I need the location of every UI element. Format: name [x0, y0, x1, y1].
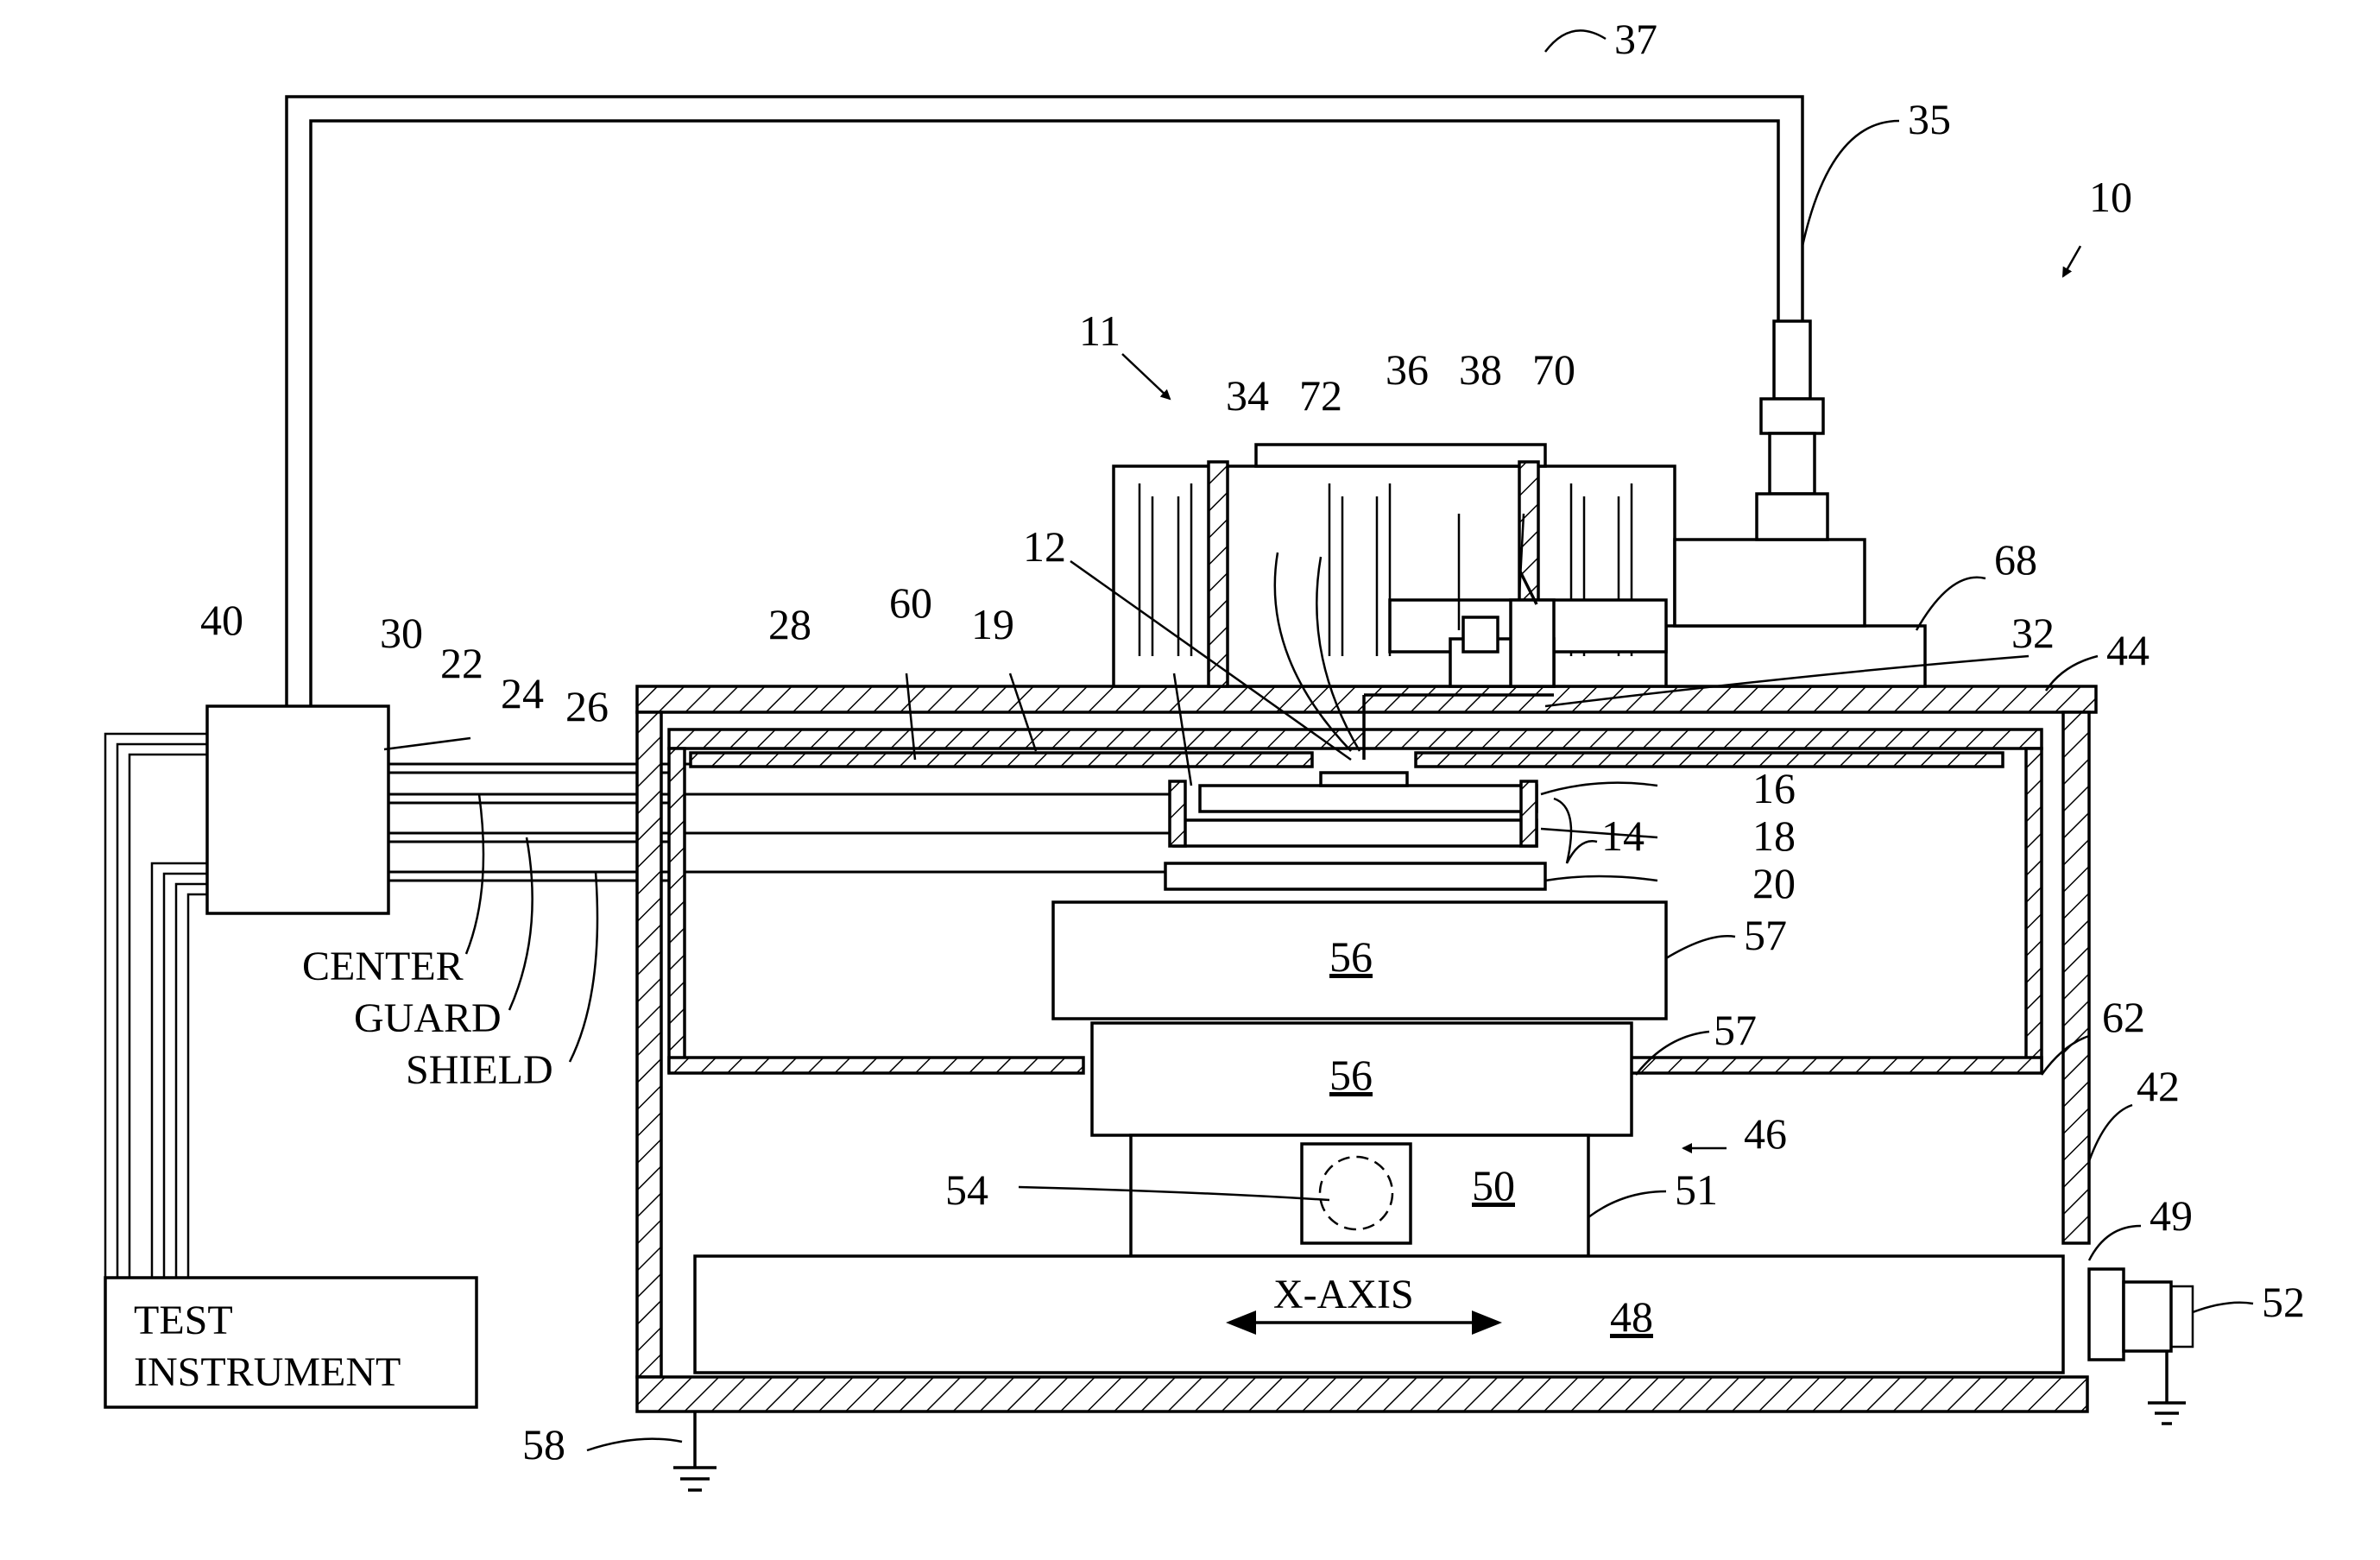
guard-label: GUARD [354, 995, 502, 1041]
plate-28 [691, 753, 2003, 767]
triax-cables [388, 764, 1183, 881]
label-19: 19 [971, 600, 1014, 648]
label-56-upper: 56 [1329, 932, 1373, 981]
label-48: 48 [1610, 1292, 1653, 1341]
label-56-lower: 56 [1329, 1051, 1373, 1099]
label-18: 18 [1752, 812, 1796, 860]
label-44: 44 [2106, 626, 2150, 674]
label-26: 26 [565, 682, 609, 730]
label-42: 42 [2137, 1062, 2180, 1110]
label-72: 72 [1299, 371, 1342, 420]
label-57-lower: 57 [1714, 1006, 1757, 1054]
label-68: 68 [1994, 535, 2037, 584]
label-60: 60 [889, 578, 932, 627]
instrument-wires [105, 734, 207, 1278]
label-40: 40 [200, 596, 243, 644]
label-37: 37 [1614, 15, 1657, 63]
label-32: 32 [2011, 609, 2055, 657]
label-70: 70 [1532, 345, 1575, 394]
label-30: 30 [380, 609, 423, 657]
x-axis-label: X-AXIS [1273, 1272, 1414, 1317]
label-14: 14 [1601, 812, 1645, 860]
label-58: 58 [522, 1420, 565, 1468]
test-instrument-label-1: TEST [134, 1298, 233, 1343]
label-54: 54 [945, 1165, 988, 1214]
label-24: 24 [501, 669, 544, 717]
ground-58 [673, 1412, 717, 1490]
label-16: 16 [1752, 764, 1796, 812]
connector-52 [2089, 1269, 2193, 1424]
cable-connector-35 [1757, 321, 1828, 540]
label-10: 10 [2089, 173, 2132, 221]
label-22: 22 [440, 639, 483, 687]
label-20: 20 [1752, 859, 1796, 907]
label-35: 35 [1908, 95, 1951, 143]
label-28: 28 [768, 600, 811, 648]
label-57-upper: 57 [1744, 911, 1787, 959]
label-49: 49 [2150, 1191, 2193, 1240]
label-52: 52 [2262, 1278, 2305, 1326]
label-62: 62 [2102, 993, 2145, 1041]
test-instrument-label-2: INSTRUMENT [134, 1349, 401, 1395]
label-50: 50 [1472, 1161, 1515, 1209]
label-12: 12 [1023, 522, 1066, 571]
shield-label: SHIELD [406, 1047, 553, 1093]
label-51: 51 [1675, 1165, 1718, 1214]
test-instrument: TEST INSTRUMENT [105, 1278, 477, 1407]
box-40 [207, 706, 388, 913]
label-38: 38 [1459, 345, 1502, 394]
stage-50 [1131, 1135, 1588, 1256]
label-34: 34 [1226, 371, 1269, 420]
center-label: CENTER [302, 944, 464, 989]
chuck-14 [1165, 773, 1545, 889]
label-11: 11 [1079, 306, 1121, 355]
label-46: 46 [1744, 1109, 1787, 1158]
label-36: 36 [1386, 345, 1429, 394]
